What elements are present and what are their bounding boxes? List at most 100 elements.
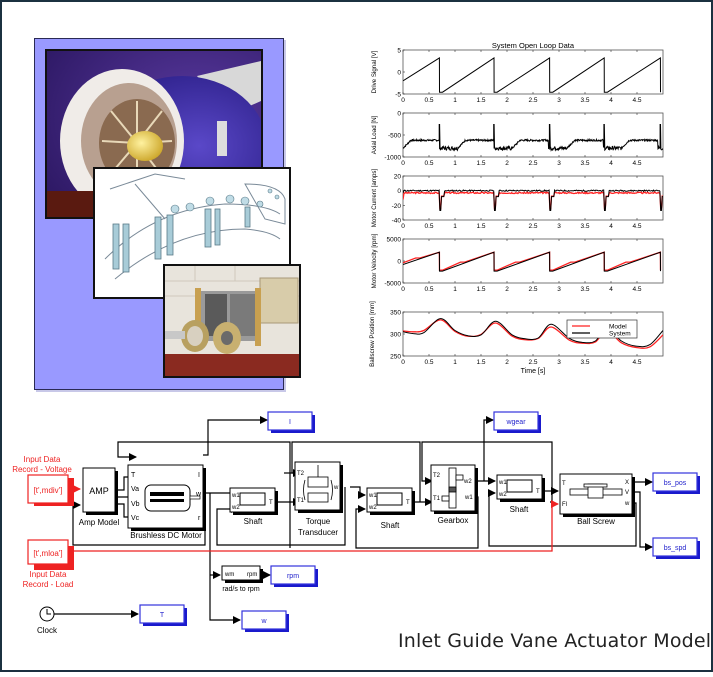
x-tick-label: 4.5: [632, 359, 641, 366]
y-tick-label: 300: [390, 332, 401, 339]
x-tick-label: 2.5: [528, 286, 537, 293]
port-label: rpm: [247, 572, 257, 578]
y-tick-label: 0: [397, 70, 401, 77]
y-tick-label: 20: [394, 174, 402, 181]
shaft-block-3[interactable]: w1 w2 T Shaft: [496, 474, 545, 514]
goto-tag-w[interactable]: w: [241, 610, 289, 632]
y-tick-label: 250: [390, 354, 401, 361]
y-tick-label: 0: [397, 188, 401, 195]
x-tick-label: 0.5: [424, 359, 433, 366]
x-tick-label: 4.5: [632, 223, 641, 230]
goto-box: [139, 604, 185, 624]
clock-block[interactable]: Clock: [37, 606, 58, 635]
port-label: T1: [297, 498, 305, 504]
ball-screw-block[interactable]: T Fl X V w Ball Screw: [559, 473, 635, 526]
input-voltage-value: [t',mdiv']: [34, 486, 63, 495]
x-tick-label: 2: [505, 223, 509, 230]
goto-box: [241, 610, 287, 630]
rads-to-rpm-block[interactable]: wm rpm rad/s to rpm: [221, 565, 263, 593]
goto-tag-bs-spd[interactable]: bs_spd: [652, 537, 700, 559]
port-label: w2: [368, 505, 377, 511]
rpm-conv-label: rad/s to rpm: [222, 586, 260, 593]
y-tick-label: 0: [397, 259, 401, 266]
port-label: Vc: [131, 515, 140, 522]
goto-box: [652, 472, 698, 492]
port-label: V: [625, 490, 629, 496]
chart-title: System Open Loop Data: [492, 41, 575, 50]
goto-tag-wgear[interactable]: wgear: [493, 411, 541, 433]
port-label: T1: [433, 496, 441, 502]
port-label: w2: [463, 479, 472, 485]
x-tick-label: 4: [609, 286, 613, 293]
goto-tag-T[interactable]: T: [139, 604, 187, 626]
x-tick-label: 4: [609, 160, 613, 167]
port-label: w1: [368, 493, 377, 499]
input-load-label-2: Record - Load: [23, 580, 74, 589]
y-tick-label: -40: [392, 218, 402, 225]
y-tick-label: 350: [390, 310, 401, 317]
shaft-block-2[interactable]: w1 w2 T Shaft: [366, 487, 415, 530]
port-label: T: [536, 489, 540, 495]
x-tick-label: 1.5: [476, 160, 485, 167]
input-voltage-label-1: Input Data: [24, 455, 61, 464]
x-axis-label: Time [s]: [521, 368, 546, 375]
x-tick-label: 0: [401, 160, 405, 167]
x-tick-label: 2.5: [528, 97, 537, 104]
series-line-system: [403, 318, 663, 348]
port-label: w1: [464, 495, 473, 501]
y-axis-label: Ballscrew Position [mm]: [369, 301, 376, 367]
x-tick-label: 1: [453, 160, 457, 167]
x-tick-label: 3: [557, 97, 561, 104]
x-tick-label: 4: [609, 97, 613, 104]
plot-axes: [402, 112, 664, 158]
gearbox-block[interactable]: T2 T1 w2 w1 Gearbox: [430, 464, 478, 525]
y-axis-label: Axial Load [N]: [371, 115, 378, 154]
slide-title: Inlet Guide Vane Actuator Model: [398, 630, 712, 652]
input-voltage-block[interactable]: [t',mdiv'] Input Data Record - Voltage: [12, 455, 74, 506]
x-tick-label: 1.5: [476, 97, 485, 104]
torque-transducer-block[interactable]: T2 T1 w Torque Transducer: [294, 461, 343, 537]
x-tick-label: 3: [557, 223, 561, 230]
port-label: Vb: [131, 501, 140, 508]
x-tick-label: 1.5: [476, 223, 485, 230]
x-tick-label: 0: [401, 223, 405, 230]
goto-tag-I[interactable]: I: [267, 411, 315, 433]
x-tick-label: 1: [453, 97, 457, 104]
port-label: w: [333, 485, 339, 491]
port-label: T: [562, 481, 566, 487]
x-tick-label: 2: [505, 359, 509, 366]
shaft-icon: [239, 492, 266, 506]
brushless-dc-motor-block[interactable]: T Va Vb Vc I w r Brushless DC Motor: [127, 464, 206, 540]
amp-model-block[interactable]: AMP Amp Model: [79, 467, 120, 527]
shaft-label: Shaft: [244, 517, 263, 526]
goto-label: bs_pos: [664, 480, 687, 487]
amp-label: Amp Model: [79, 518, 120, 527]
x-tick-label: 0.5: [424, 286, 433, 293]
x-tick-label: 2.5: [528, 160, 537, 167]
x-tick-label: 2: [505, 160, 509, 167]
input-load-block[interactable]: [t',mloa'] Input Data Record - Load: [23, 539, 74, 589]
motor-icon: [144, 484, 201, 512]
goto-box: [493, 411, 539, 431]
gearbox-label: Gearbox: [438, 516, 469, 525]
x-tick-label: 3: [557, 160, 561, 167]
series-line-system: [403, 123, 663, 152]
y-tick-label: 5000: [387, 237, 402, 244]
goto-tag-bs-pos[interactable]: bs_pos: [652, 472, 700, 494]
actuator-testbench-photo: [163, 264, 301, 378]
x-tick-label: 2.5: [528, 223, 537, 230]
goto-box: [270, 565, 316, 585]
plot-axes: [402, 238, 664, 284]
shaft-label: Shaft: [381, 521, 400, 530]
x-tick-label: 0: [401, 97, 405, 104]
shaft-block-1[interactable]: w1 w2 T Shaft: [229, 487, 278, 526]
x-tick-label: 4: [609, 223, 613, 230]
x-tick-label: 3: [557, 359, 561, 366]
goto-tag-rpm[interactable]: rpm: [270, 565, 318, 587]
